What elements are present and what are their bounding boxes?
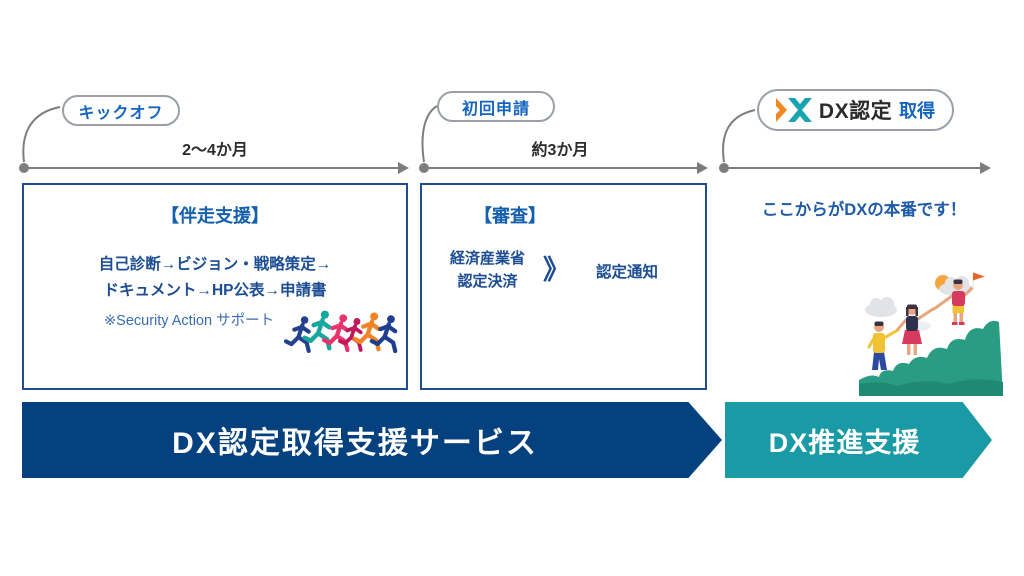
dx-acquired-label: 取得 — [899, 101, 936, 121]
banner-secondary-label: DX推進支援 — [768, 427, 921, 458]
banner-dx-certification-support-service: DX認定取得支援サービス — [22, 402, 722, 478]
phase-box-review: 【審査】 経済産業省 認定決済 》 認定通知 — [420, 183, 707, 390]
connector-curve-kickoff — [22, 106, 61, 163]
phase2-title: 【審査】 — [474, 206, 546, 226]
connector-curve-dx-certified — [722, 109, 756, 163]
banner-dx-promotion-support: DX推進支援 — [725, 402, 992, 478]
double-chevron-icon: 》 — [543, 255, 571, 285]
review-step-meti: 経済産業省 認定決済 — [450, 248, 525, 293]
phase1-title: 【伴走支援】 — [161, 206, 269, 226]
milestone-badge-first-application: 初回申請 — [437, 91, 555, 122]
review-step-line1: 経済産業省 — [450, 250, 526, 267]
phase1-note: ※Security Action サポート — [104, 313, 275, 330]
timeline-dot-2 — [419, 163, 429, 173]
milestone-label: 初回申請 — [461, 100, 530, 118]
phase-box-support: 【伴走支援】 自己診断→ビジョン・戦略策定→ ドキュメント→HP公表→申請書 ※… — [22, 183, 408, 390]
runners-illustration — [280, 298, 402, 384]
arrowhead-2 — [697, 162, 708, 174]
review-step-line2: 認定決済 — [457, 272, 518, 290]
milestone-label: キックオフ — [78, 104, 164, 122]
review-flow: 経済産業省 認定決済 》 認定通知 — [422, 248, 705, 293]
duration-label-1: 2〜4か月 — [182, 142, 248, 159]
banner-primary-label: DX認定取得支援サービス — [172, 427, 538, 460]
milestone-badge-dx-certified: DX認定 取得 — [757, 89, 954, 131]
phase1-body-line2: ドキュメント→HP公表→申請書 — [103, 281, 327, 299]
hiking-illustration — [859, 272, 1003, 396]
phase3-headline: ここからがDXの本番です！ — [761, 201, 967, 219]
milestone-badge-kickoff: キックオフ — [62, 95, 180, 126]
connector-curve-first-application — [421, 105, 438, 163]
timeline-dot-1 — [19, 163, 29, 173]
duration-label-2: 約3か月 — [531, 142, 589, 159]
dx-nintei-logo-icon — [775, 98, 812, 122]
phase1-body: 自己診断→ビジョン・戦略策定→ ドキュメント→HP公表→申請書 — [24, 252, 406, 303]
review-result: 認定通知 — [596, 263, 659, 281]
arrowhead-3 — [980, 162, 991, 174]
timeline-dot-3 — [719, 163, 729, 173]
phase1-body-line1: 自己診断→ビジョン・戦略策定→ — [98, 256, 332, 273]
arrowhead-1 — [398, 162, 409, 174]
dx-logo-text: DX認定 — [818, 100, 893, 123]
